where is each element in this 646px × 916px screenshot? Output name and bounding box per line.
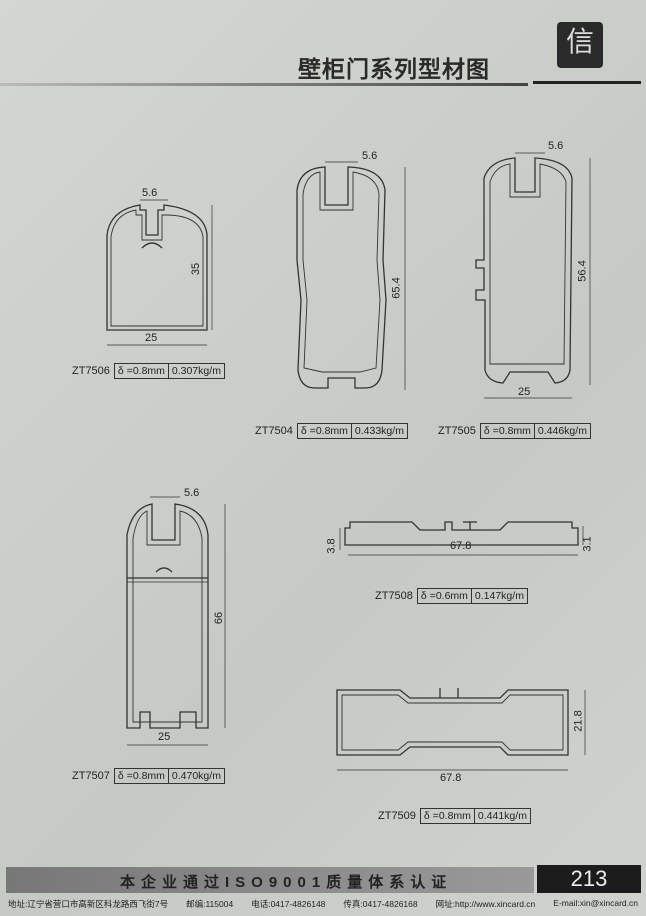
thickness: δ =0.8mm — [419, 808, 475, 824]
dim-width: 25 — [158, 731, 171, 743]
dim-height: 66 — [213, 611, 226, 625]
profile-code: ZT7506 — [72, 365, 110, 377]
certification-slogan: 本企业通过ISO9001质量体系认证 — [120, 874, 453, 891]
profile-zt7509-drawing — [336, 688, 586, 771]
header-rule — [0, 83, 528, 86]
dim-height: 35 — [190, 262, 203, 276]
profile-code: ZT7509 — [378, 810, 416, 822]
phone: 电话:0417-4826148 — [251, 899, 326, 909]
weight: 0.433kg/m — [350, 423, 408, 439]
website: 网址:http://www.xincard.cn — [435, 899, 536, 909]
profile-zt7505-drawing — [475, 152, 591, 399]
dim-width-top: 5.6 — [142, 187, 158, 199]
profile-zt7507-drawing — [126, 496, 226, 746]
dim-height: 21.8 — [572, 710, 585, 732]
page-title: 壁柜门系列型材图 — [298, 56, 490, 83]
contact-line: 地址:辽宁省营口市高新区科龙路西飞街7号 邮编:115004 电话:0417-4… — [8, 898, 638, 910]
profile-code: ZT7507 — [72, 770, 110, 782]
dim-height-right: 3.1 — [581, 536, 594, 552]
weight: 0.147kg/m — [470, 588, 528, 604]
dim-width-top: 5.6 — [362, 150, 378, 162]
footer-bar — [6, 867, 534, 893]
thickness: δ =0.8mm — [113, 363, 169, 379]
page-number: 213 — [537, 865, 641, 893]
weight: 0.307kg/m — [167, 363, 225, 379]
weight: 0.470kg/m — [167, 768, 225, 784]
postcode: 邮编:115004 — [186, 899, 234, 909]
weight: 0.441kg/m — [473, 808, 531, 824]
dim-width-top: 5.6 — [548, 140, 564, 152]
thickness: δ =0.8mm — [479, 423, 535, 439]
dim-width: 67.8 — [440, 772, 462, 784]
dim-height: 56.4 — [576, 260, 589, 282]
profile-zt7506-drawing — [106, 199, 213, 346]
thickness: δ =0.8mm — [113, 768, 169, 784]
profile-code: ZT7508 — [375, 590, 413, 602]
dim-width: 25 — [145, 332, 158, 344]
fax: 传真:0417-4826168 — [343, 899, 418, 909]
dim-height: 65.4 — [390, 277, 403, 299]
profile-zt7504-drawing — [296, 161, 406, 390]
email: E-mail:xin@xincard.cn — [553, 898, 638, 908]
logo-seal: 信 — [557, 22, 603, 68]
thickness: δ =0.6mm — [416, 588, 472, 604]
profile-code: ZT7505 — [438, 425, 476, 437]
weight: 0.446kg/m — [533, 423, 591, 439]
header-rule-dark — [533, 81, 641, 84]
address: 地址:辽宁省营口市高新区科龙路西飞街7号 — [8, 899, 169, 909]
dim-width: 25 — [518, 386, 531, 398]
dim-width: 67.8 — [450, 540, 472, 552]
profile-code: ZT7504 — [255, 425, 293, 437]
thickness: δ =0.8mm — [296, 423, 352, 439]
dim-width-top: 5.6 — [184, 487, 200, 499]
profile-zt7508-drawing — [339, 521, 584, 556]
dim-height-left: 3.8 — [325, 538, 338, 554]
